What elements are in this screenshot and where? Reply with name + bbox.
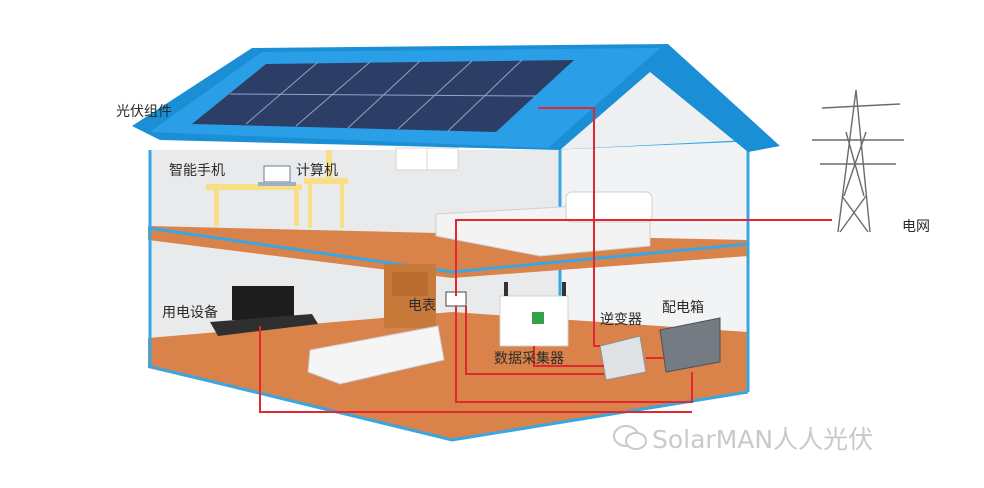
appliances-label: 用电设备 bbox=[162, 305, 218, 321]
meter-label: 电表 bbox=[408, 298, 436, 314]
data-logger-label: 数据采集器 bbox=[494, 351, 564, 367]
transmission-tower bbox=[812, 89, 904, 233]
bed bbox=[435, 191, 653, 257]
television bbox=[210, 286, 318, 336]
inverter bbox=[599, 335, 647, 381]
sofa bbox=[307, 325, 445, 385]
grid-label: 电网 bbox=[902, 219, 930, 235]
inverter-label: 逆变器 bbox=[600, 312, 642, 328]
smartphone-label: 智能手机 bbox=[169, 163, 225, 179]
wechat-icon bbox=[613, 425, 647, 450]
laptop bbox=[258, 165, 296, 186]
lower-floor bbox=[148, 312, 748, 440]
table-and-chairs bbox=[206, 150, 348, 228]
watermark: SolarMAN人人光伏 bbox=[652, 425, 874, 454]
pv-modules-label: 光伏组件 bbox=[116, 104, 172, 120]
gable bbox=[548, 58, 748, 150]
solar-panel-array bbox=[192, 59, 574, 132]
computer-label: 计算机 bbox=[296, 163, 338, 179]
distribution-box-label: 配电箱 bbox=[662, 300, 704, 316]
wiring bbox=[259, 107, 832, 413]
